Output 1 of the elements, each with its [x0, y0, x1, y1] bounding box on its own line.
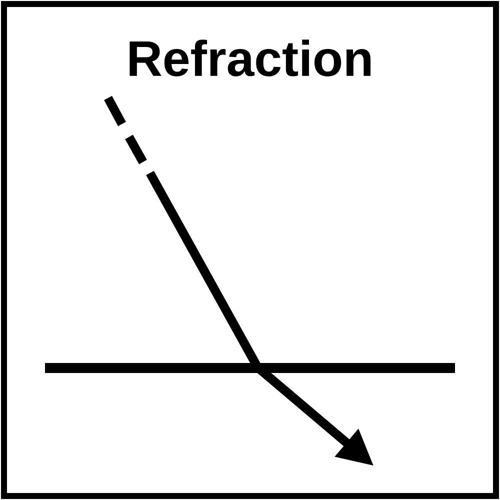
- title: Refraction: [130, 40, 371, 76]
